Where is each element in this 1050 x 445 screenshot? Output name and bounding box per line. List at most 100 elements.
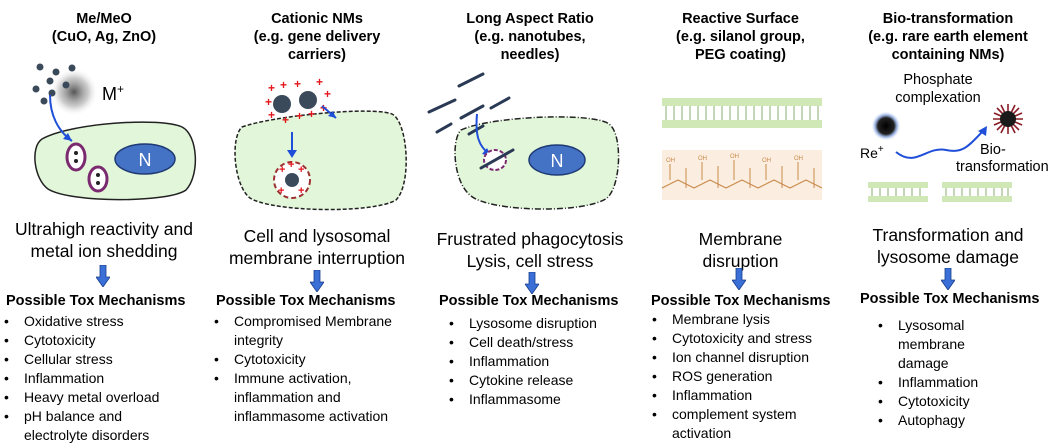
svg-text:+: + (280, 78, 287, 92)
column-cationic-nms: Cationic NMs (e.g. gene delivery carrier… (212, 0, 422, 441)
mechanism-item: Ion channel disruption (648, 348, 812, 367)
ion-label: M+ (102, 82, 124, 104)
mechanisms-title: Possible Tox Mechanisms (860, 291, 1040, 307)
mechanism-item: Inflammation (0, 369, 159, 388)
mechanisms-title: Possible Tox Mechanisms (6, 293, 186, 309)
mechanism-item: Heavy metal overload (0, 388, 159, 407)
svg-text:complexation: complexation (895, 90, 980, 106)
column-long-aspect-ratio: Long Aspect Ratio (e.g. nanotubes, needl… (425, 0, 635, 441)
column-title: Reactive Surface (e.g. silanol group, PE… (676, 11, 805, 63)
cell-membrane (234, 110, 407, 211)
svg-text:+: + (288, 159, 294, 171)
column-title: Bio-transformation (e.g. rare earth elem… (868, 11, 1028, 63)
svg-text:N: N (139, 150, 152, 170)
vesicle-icon (65, 142, 87, 172)
mechanisms-title: Possible Tox Mechanisms (651, 293, 831, 309)
mechanism-item-continued: inflammasome activation (234, 408, 389, 424)
mechanism-item-continued: inflammation and (234, 389, 341, 405)
title-line-2: (CuO, Ag, ZnO) (51, 29, 157, 45)
svg-text:+: + (279, 164, 285, 176)
down-arrow-icon (96, 265, 110, 287)
mechanism-item: Inflammation (445, 352, 597, 371)
svg-text:+: + (265, 95, 272, 109)
mechanisms-title: Possible Tox Mechanisms (216, 293, 396, 309)
mechanism-item: Inflammasome (445, 390, 597, 409)
mechanism-item: ROS generation (648, 367, 812, 386)
vesicle-icon (87, 165, 109, 193)
svg-text:Re+: Re+ (860, 144, 884, 161)
column-caption: Cell and lysosomal membrane interruption (228, 226, 406, 268)
svg-text:OH: OH (794, 156, 803, 162)
svg-text:+: + (268, 81, 275, 95)
title-line-1: Me/MeO (76, 11, 132, 27)
long-aspect-ratio-illustration: N (427, 72, 620, 210)
column-title: Cationic NMs (e.g. gene delivery carrier… (253, 11, 381, 63)
mechanism-item: Membrane lysis (648, 310, 812, 329)
mechanism-item: Compromised Membrane (210, 312, 392, 331)
mechanism-item: Cellular stress (0, 350, 159, 369)
mechanism-item: Immune activation, (210, 369, 392, 388)
mechanism-item-continued: damage (898, 355, 949, 371)
mechanisms-list: Oxidative stress Cytotoxicity Cellular s… (0, 312, 159, 445)
svg-text:OH: OH (666, 158, 675, 164)
svg-text:+: + (324, 87, 331, 101)
mechanisms-list: Lysosomal membrane damage Inflammation C… (874, 316, 978, 430)
mechanism-item-continued: activation (672, 425, 732, 441)
mechanism-item: complement system (648, 405, 812, 424)
urchin-particle-icon (993, 104, 1023, 134)
down-arrow-icon (310, 270, 324, 292)
column-reactive-surface: Reactive Surface (e.g. silanol group, PE… (638, 0, 843, 441)
mechanisms-title: Possible Tox Mechanisms (439, 293, 619, 309)
down-arrow-icon (732, 268, 746, 290)
svg-text:OH: OH (698, 156, 707, 162)
mechanism-item: Autophagy (874, 411, 978, 430)
mechanism-item: Cytokine release (445, 371, 597, 390)
mechanism-item: Cytotoxicity (0, 331, 159, 350)
svg-text:+: + (296, 109, 303, 123)
mechanisms-list: Compromised Membrane integrity Cytotoxic… (210, 312, 392, 426)
bio-transformation-illustration: Phosphate complexation Re+ Bio- transfor… (860, 72, 1049, 202)
column-caption: Membrane disruption (698, 229, 783, 271)
mechanism-item: Cell death/stress (445, 333, 597, 352)
rare-earth-particle-icon (871, 111, 901, 141)
svg-text:Phosphate: Phosphate (903, 72, 972, 88)
down-arrow-icon (525, 272, 539, 294)
nucleus-icon (528, 144, 586, 176)
svg-text:+: + (298, 185, 304, 197)
nanoparticle-dots-icon (32, 63, 76, 105)
column-caption: Ultrahigh reactivity and metal ion shedd… (15, 219, 193, 261)
column-caption: Frustrated phagocytosis Lysis, cell stre… (436, 229, 624, 271)
mechanism-item: Inflammation (874, 373, 978, 392)
mechanism-item-continued: integrity (234, 332, 284, 348)
column-title: Long Aspect Ratio (e.g. nanotubes, needl… (466, 11, 594, 63)
mechanism-item: Cytotoxicity (874, 392, 978, 411)
svg-text:+: + (282, 113, 289, 127)
ion-cloud-icon (50, 68, 98, 116)
column-caption: Transformation and lysosome damage (872, 225, 1024, 267)
mechanism-item: pH balance and (0, 407, 159, 426)
svg-text:N: N (551, 151, 564, 171)
svg-text:+: + (268, 108, 275, 122)
svg-text:OH: OH (762, 158, 771, 164)
mechanism-item: Lysosomal (874, 316, 978, 335)
nucleus-icon (114, 143, 176, 175)
column-title: Me/MeO (CuO, Ag, ZnO) (0, 10, 208, 46)
svg-text:+: + (308, 107, 315, 121)
mechanism-item-continued: membrane (898, 336, 965, 352)
damaged-membrane-icon (868, 182, 1012, 202)
mechanism-item-continued: electrolyte disorders (24, 427, 150, 443)
transformation-arrow (895, 129, 985, 159)
cationic-nm-illustration: ++++ ++++ +++ +++++ (234, 75, 407, 211)
column-me-meo: Me/MeO (CuO, Ag, ZnO) M+ N Ultrahigh rea… (0, 0, 208, 443)
mechanism-item: Inflammation (648, 386, 812, 405)
svg-text:+: + (294, 77, 301, 91)
lipid-bilayer-icon (662, 98, 822, 128)
down-arrow-icon (941, 268, 955, 290)
metal-ion-shedding-illustration: M+ N (32, 63, 197, 201)
mechanisms-list: Lysosome disruption Cell death/stress In… (445, 314, 597, 409)
svg-text:Bio-: Bio- (980, 142, 1006, 158)
svg-text:+: + (316, 75, 323, 89)
mechanism-item: Oxidative stress (0, 312, 159, 331)
